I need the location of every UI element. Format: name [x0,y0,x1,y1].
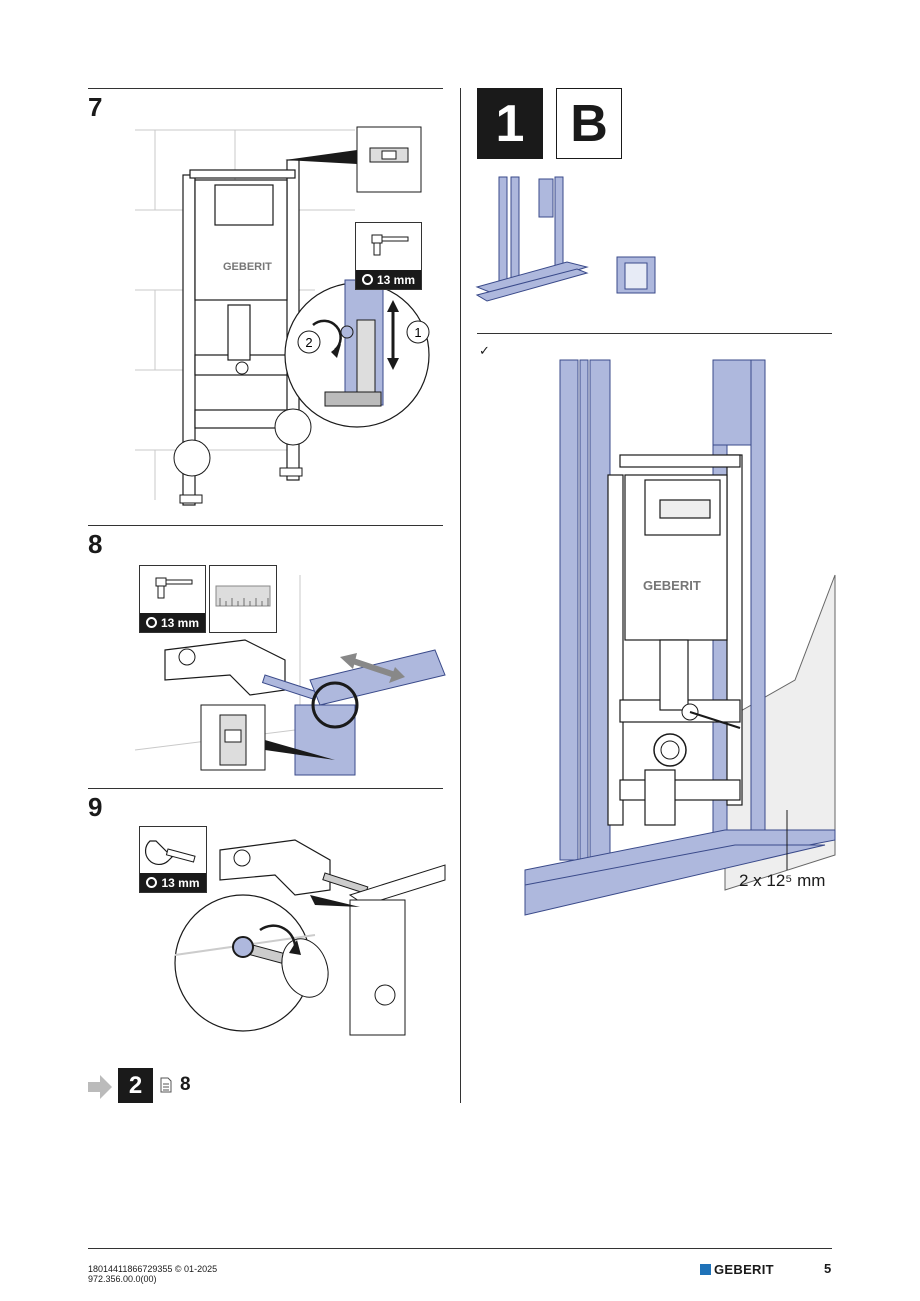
svg-text:2: 2 [305,335,312,350]
step-7-number: 7 [88,92,103,122]
svg-text:1: 1 [414,325,421,340]
section-rule [477,333,832,334]
document-number: 180144118667293​55 © 01-2025 [88,1264,218,1274]
step-8-rule [88,525,443,526]
hex-nut-icon [145,617,157,628]
panel-thickness-dimension: 2 x 12⁵ mm [739,871,826,890]
step-7-tool-box: 13 mm [355,222,422,290]
tool-size-label: 13 mm [140,873,206,892]
ruler-box [209,565,277,633]
open-wrench-icon [144,840,196,866]
arrow-right-icon [88,1075,112,1099]
brand-square-icon [700,1264,711,1275]
ruler-icon [215,585,271,607]
step-8-tool-box: 13 mm [139,565,206,633]
step-8-number: 8 [88,529,103,559]
article-number: 972.356.00.0(00) [88,1274,157,1284]
brand-logo: GEBERIT [700,1262,774,1277]
tool-size-label: 13 mm [140,613,205,632]
footer-rule [88,1248,832,1249]
step-7-illustration: GEBERIT 1 2 [135,126,430,506]
step-9-number: 9 [88,792,103,822]
tool-size-label: 13 mm [356,270,421,289]
step-9-illustration [174,839,446,1036]
hex-nut-icon [146,877,158,888]
step-7-rule [88,88,443,89]
svg-text:GEBERIT: GEBERIT [643,578,701,593]
page-number: 5 [824,1261,832,1276]
step-9-rule [88,788,443,789]
step-8-illustration [134,575,446,776]
next-step-badge[interactable]: 2 [118,1068,153,1103]
column-divider [460,88,461,1103]
svg-text:GEBERIT: GEBERIT [223,261,272,273]
socket-wrench-icon [371,234,409,256]
variant-code-dark: 1 [477,88,543,159]
socket-wrench-icon [155,577,193,599]
document-icon [160,1077,172,1093]
stud-wall-profiles-illustration [475,176,656,302]
check-mark: ✓ [479,344,490,359]
page-reference[interactable]: 8 [180,1074,191,1095]
step-9-tool-box: 13 mm [139,826,207,893]
variant-code-light: B [556,88,622,159]
frame-installation-illustration: GEBERIT [524,359,836,916]
hex-nut-icon [361,274,373,285]
